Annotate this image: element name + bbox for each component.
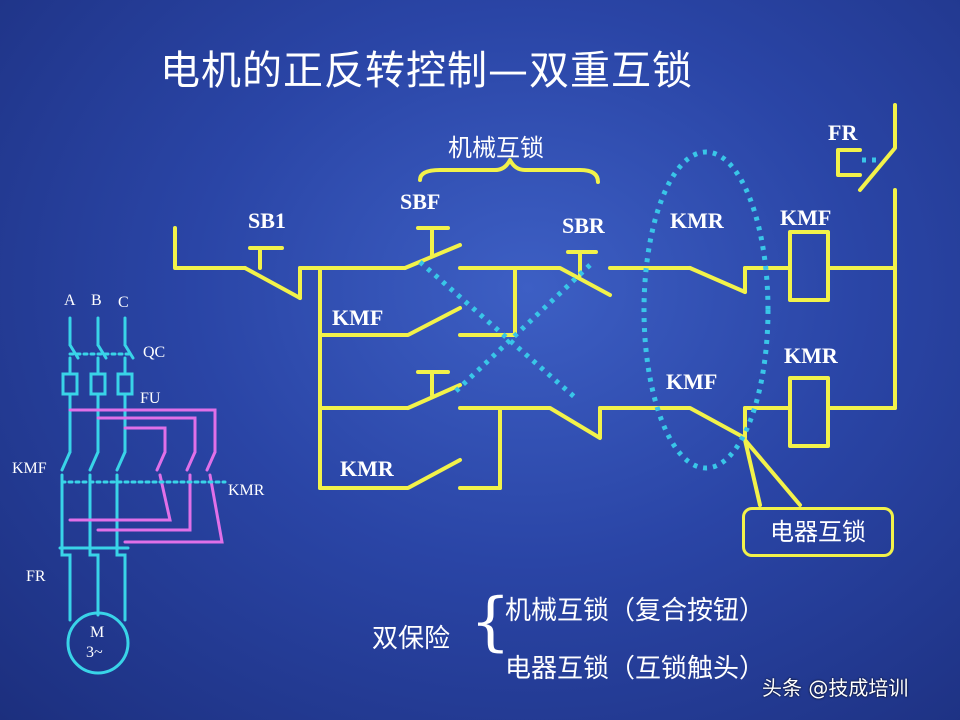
phase-a-label: A (64, 292, 76, 309)
sbf-button (416, 226, 450, 257)
main-fr-label: FR (26, 568, 46, 585)
main-kmr-label: KMR (228, 482, 265, 499)
summary-brace: { (470, 585, 511, 659)
sbf-lower-contact (498, 406, 602, 440)
mechanical-interlock-brace (418, 158, 600, 184)
kmr-coil-label: KMR (784, 343, 838, 368)
electrical-interlock-callout: 电器互锁 (742, 507, 894, 557)
slide-title: 电机的正反转控制—双重互锁 (160, 48, 693, 94)
kmr-hold-label: KMR (340, 456, 394, 481)
sb1-label: SB1 (248, 208, 286, 233)
kmf-nc-contact (598, 406, 747, 440)
summary-item-2: 电器互锁（互锁触头） (505, 654, 766, 684)
interlock-dash-2 (453, 263, 592, 394)
sbf-label: SBF (400, 189, 441, 214)
main-circuit-wiring (58, 316, 227, 675)
kmr-hold-contact (318, 458, 502, 490)
kmr-contact-label: KMR (670, 208, 724, 233)
sbr-lower-contact (406, 383, 462, 410)
mechanical-interlock-label: 机械互锁 (448, 134, 544, 162)
sb1-contact (243, 266, 302, 300)
motor-label-line1: M (90, 624, 105, 641)
sbr-contact (513, 266, 612, 297)
fr-actuator (836, 148, 862, 177)
callout-pointer (743, 438, 802, 507)
qc-label: QC (143, 344, 166, 361)
phase-b-label: B (91, 292, 102, 309)
fu-label: FU (140, 390, 161, 407)
kmf-coil-label: KMF (780, 205, 832, 230)
fr-contact (858, 103, 897, 410)
motor-label-line2: 3~ (86, 644, 103, 661)
sbr-lower-button (416, 370, 450, 397)
summary-item-1: 机械互锁（复合按钮） (505, 596, 766, 626)
interlock-markers (418, 149, 880, 471)
kmr-coil (788, 376, 830, 448)
kmf-hold-label: KMF (332, 305, 384, 330)
sb1-button (248, 246, 284, 270)
left-supply-wire (173, 226, 247, 270)
main-kmf-label: KMF (12, 460, 47, 477)
sbr-label: SBR (562, 213, 605, 238)
electrical-interlock-ellipse (641, 149, 771, 471)
summary-heading: 双保险 (372, 624, 451, 654)
control-circuit-wiring (173, 103, 897, 507)
phase-c-label: C (118, 294, 129, 311)
kmr-nc-contact (688, 266, 747, 294)
kmf-contact-label: KMF (666, 369, 718, 394)
fr-label: FR (828, 120, 858, 145)
kmf-coil (788, 230, 830, 302)
watermark: 头条 @技成培训 (762, 676, 909, 700)
interlock-dash-1 (418, 260, 580, 402)
